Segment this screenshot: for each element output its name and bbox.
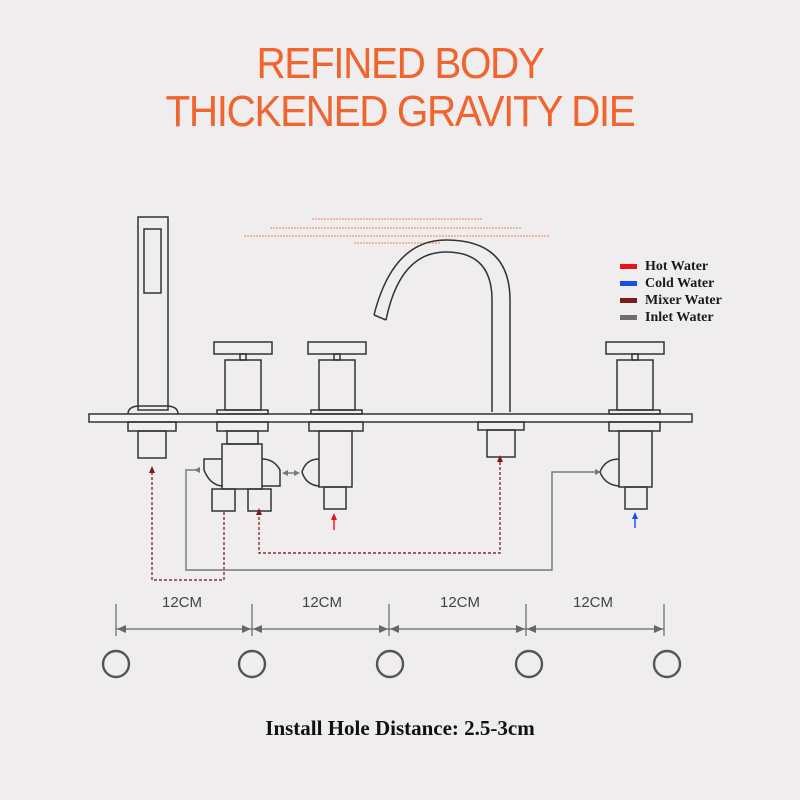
deck-plate — [88, 413, 693, 423]
spout — [373, 239, 525, 458]
legend: Hot Water Cold Water Mixer Water Inlet W… — [620, 258, 722, 326]
legend-label: Cold Water — [645, 275, 715, 291]
hot-inlet-arrow — [331, 513, 337, 530]
legend-item-mixer: Mixer Water — [620, 292, 722, 309]
install-holes — [101, 649, 682, 679]
dimension-arrowheads — [117, 625, 663, 633]
install-hole-2 — [237, 649, 267, 679]
legend-label: Mixer Water — [645, 292, 722, 308]
legend-item-hot: Hot Water — [620, 258, 722, 275]
pipe-arrows — [149, 455, 503, 515]
heading-line-1: REFINED BODY — [256, 39, 544, 88]
legend-label: Hot Water — [645, 258, 709, 274]
fine-print-decoration — [244, 218, 550, 244]
install-hole-4 — [514, 649, 544, 679]
dimension-label-3: 12CM — [439, 594, 480, 611]
legend-swatch — [620, 315, 637, 320]
diverter-valve — [203, 341, 281, 512]
install-hole-3 — [375, 649, 405, 679]
pipe-routing — [151, 460, 596, 581]
dimension-label-2: 12CM — [301, 594, 342, 611]
legend-swatch — [620, 281, 637, 286]
legend-swatch — [620, 298, 637, 303]
cold-inlet-arrow — [632, 512, 638, 528]
dimension-label-4: 12CM — [572, 594, 613, 611]
dimension-lines — [115, 604, 665, 636]
heading-line-2: THICKENED GRAVITY DIE — [165, 87, 636, 136]
install-hole-5 — [652, 649, 682, 679]
legend-swatch — [620, 264, 637, 269]
hot-valve — [301, 341, 367, 510]
dimension-label-1: 12CM — [161, 594, 202, 611]
cold-valve — [599, 341, 665, 510]
install-hole-1 — [101, 649, 131, 679]
legend-item-cold: Cold Water — [620, 275, 722, 292]
legend-item-inlet: Inlet Water — [620, 309, 722, 326]
hand-shower — [127, 216, 179, 459]
install-hole-note: Install Hole Distance: 2.5-3cm — [265, 716, 535, 740]
legend-label: Inlet Water — [645, 309, 714, 325]
